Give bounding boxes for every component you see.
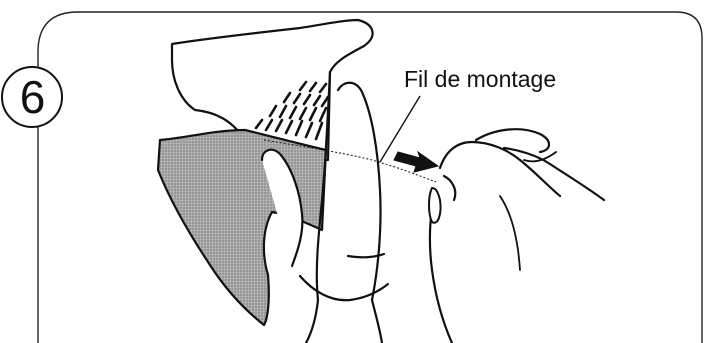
frame-border <box>38 12 702 343</box>
right-knuckle-lines <box>500 152 556 270</box>
pull-direction-arrow-icon <box>394 152 438 172</box>
right-fingernail <box>429 188 441 223</box>
step-number: 6 <box>1 66 64 129</box>
thread-callout-label: Fil de montage <box>404 66 556 93</box>
step-number-badge: 6 <box>1 66 63 128</box>
right-thumb <box>440 142 560 196</box>
right-fingers <box>430 129 604 343</box>
left-palm <box>300 254 388 343</box>
